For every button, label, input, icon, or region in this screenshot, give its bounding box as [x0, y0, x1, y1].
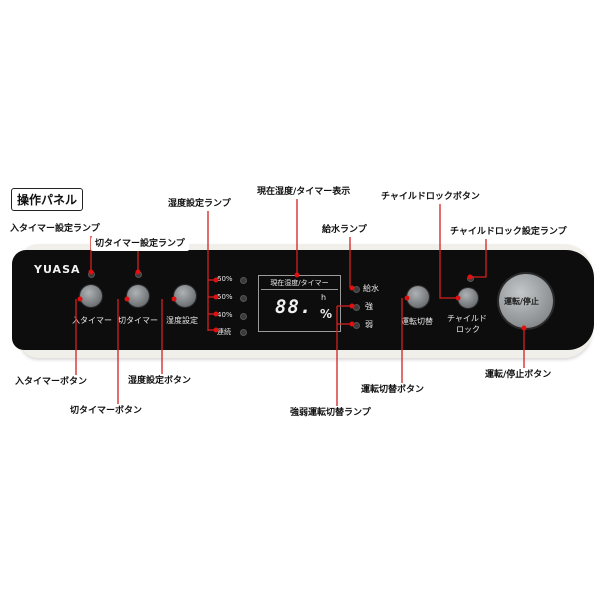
on-timer-button[interactable]: [80, 285, 102, 307]
humidity-setting-label: 湿度設定: [166, 316, 198, 325]
child-lock-label-line2: ロック: [456, 325, 480, 334]
callout-display: 現在湿度/タイマー表示: [253, 185, 355, 199]
weak-label: 弱: [365, 320, 373, 329]
level-40-lamp: [240, 313, 247, 320]
level-50-lamp: [240, 295, 247, 302]
callout-off-timer-button: 切タイマーボタン: [66, 404, 147, 418]
callout-on-timer-lamp: 入タイマー設定ランプ: [6, 222, 104, 236]
callout-on-timer-button: 入タイマーボタン: [11, 375, 92, 389]
water-label: 給水: [363, 284, 379, 293]
mode-switch-label: 運転切替: [401, 317, 433, 326]
humidity-timer-display: 現在湿度/タイマー 88. h %: [258, 275, 341, 332]
callout-child-lock-lamp: チャイルドロック設定ランプ: [446, 225, 571, 239]
brand-logo: YUASA: [34, 263, 81, 276]
strong-label: 強: [365, 302, 373, 311]
mode-switch-button[interactable]: [407, 286, 429, 308]
level-continuous-lamp: [240, 329, 247, 336]
level-40-label: 40%: [217, 311, 233, 319]
humidity-setting-button[interactable]: [174, 285, 196, 307]
display-title: 現在湿度/タイマー: [261, 277, 338, 290]
off-timer-button[interactable]: [127, 285, 149, 307]
display-percent-unit: %: [320, 307, 333, 321]
section-title: 操作パネル: [11, 188, 84, 211]
callout-mode-button: 運転切替ボタン: [357, 383, 429, 397]
callout-strength-lamp: 強弱運転切替ランプ: [286, 406, 375, 420]
on-timer-label: 入タイマー: [72, 316, 112, 325]
child-lock-label-line1: チャイルド: [447, 314, 487, 323]
run-stop-button[interactable]: [499, 274, 553, 328]
callout-off-timer-lamp: 切タイマー設定ランプ: [91, 237, 189, 251]
level-60-label: 60%: [217, 275, 233, 283]
level-50-label: 50%: [217, 293, 233, 301]
control-panel: [12, 250, 594, 350]
run-stop-label: 運転/停止: [504, 297, 539, 306]
callout-child-lock-button: チャイルドロックボタン: [377, 190, 484, 204]
callout-humidity-lamp: 湿度設定ランプ: [164, 197, 235, 211]
child-lock-button[interactable]: [458, 288, 478, 308]
off-timer-label: 切タイマー: [118, 316, 158, 325]
level-60-lamp: [240, 277, 247, 284]
callout-humidity-button: 湿度設定ボタン: [124, 374, 196, 388]
callout-run-stop-button: 運転/停止ボタン: [481, 368, 556, 382]
level-continuous-label: 連続: [217, 328, 231, 336]
display-digits: 88.: [275, 296, 313, 318]
callout-water-lamp: 給水ランプ: [318, 223, 371, 237]
display-hour-unit: h: [321, 293, 327, 302]
